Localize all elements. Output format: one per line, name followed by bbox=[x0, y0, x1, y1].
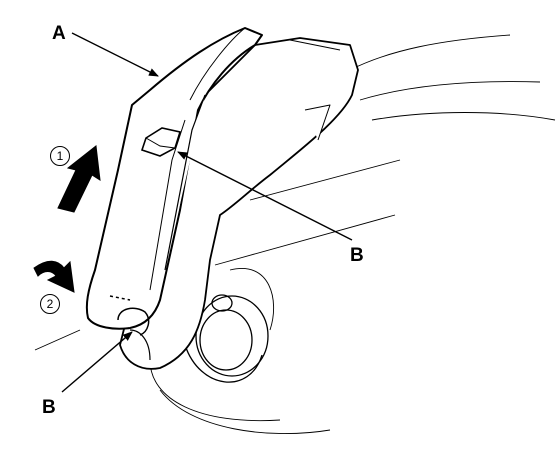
leader-b-upper bbox=[177, 151, 353, 241]
callout-a: A bbox=[52, 23, 66, 44]
upper-clip bbox=[140, 127, 182, 157]
background-contours bbox=[34, 34, 556, 435]
leader-lines bbox=[61, 32, 353, 393]
round-fitting bbox=[184, 294, 269, 383]
callout-b-lower: B bbox=[42, 397, 56, 418]
motion-arrow-down-icon bbox=[33, 260, 75, 293]
lower-clip bbox=[109, 295, 150, 336]
cover-a bbox=[85, 27, 263, 330]
leader-a bbox=[71, 32, 159, 77]
step-1-badge: 1 bbox=[50, 146, 70, 166]
callout-b-upper: B bbox=[350, 245, 364, 266]
leader-b-lower bbox=[61, 331, 133, 393]
step-2-badge: 2 bbox=[40, 294, 60, 314]
motion-arrow-up-icon bbox=[57, 145, 101, 213]
